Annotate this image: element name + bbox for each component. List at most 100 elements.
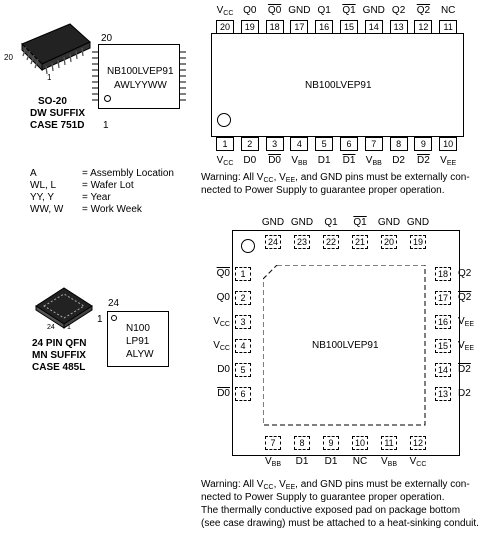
pin-name-text: V xyxy=(409,456,417,467)
so20-bottom-pin-number: 4 xyxy=(290,137,309,151)
so20-warning-part-c: , V xyxy=(273,172,286,183)
so20-marking-leads xyxy=(92,44,186,109)
pin-name-subscript: CC xyxy=(416,461,427,468)
qfn-left-pin-name: D0 xyxy=(198,388,230,399)
qfn-bottom-pin-number: 11 xyxy=(381,436,397,450)
so20-top-pin-name: Q1 xyxy=(307,5,341,16)
so20-bottom-pin-name: D0 xyxy=(258,155,292,166)
qfn-top-pin-number: 24 xyxy=(265,235,281,249)
so20-bottom-pin-number: 8 xyxy=(389,137,408,151)
qfn-left-pin-name: VCC xyxy=(198,340,230,352)
so20-top-pin-number: 11 xyxy=(439,20,458,34)
qfn-marking-line2: LP91 xyxy=(126,336,150,347)
qfn-left-pin-name: VCC xyxy=(198,316,230,328)
qfn-right-pin-name: VEE xyxy=(458,316,492,328)
qfn-right-pin-number: 15 xyxy=(435,339,451,353)
qfn-marking-pin24: 24 xyxy=(108,298,120,309)
so20-top-pin-name: NC xyxy=(431,5,465,16)
legend-key: WL, L xyxy=(30,180,57,191)
pin-name-text: D2 xyxy=(458,388,471,399)
qfn-bottom-pin-name: VBB xyxy=(256,456,290,468)
so20-top-pin-number: 17 xyxy=(290,20,309,34)
pin-name-text: V xyxy=(216,155,224,166)
qfn-package-image xyxy=(34,284,94,334)
pin-name-text: Q1 xyxy=(324,217,338,228)
so20-bottom-pin-name: VBB xyxy=(282,155,316,167)
so20-bottom-pin-name: D1 xyxy=(307,155,341,166)
pin-name-text: Q0 xyxy=(243,5,257,16)
so20-bottom-pin-name: D2 xyxy=(382,155,416,166)
pin-name-text: V xyxy=(458,340,465,351)
exposed-pad-outline xyxy=(262,264,426,426)
so20-marking-line1: NB100LVEP91 xyxy=(107,66,174,77)
qfn-marking-line1: N100 xyxy=(126,323,150,334)
so20-top-pin-number: 12 xyxy=(414,20,433,34)
pin-name-text: V xyxy=(264,456,272,467)
pin-name-text: Q0 xyxy=(216,268,230,279)
pin-name-text: GND xyxy=(261,217,285,228)
so20-top-pin-number: 20 xyxy=(216,20,234,34)
so20-bottom-pin-number: 5 xyxy=(315,137,334,151)
qfn-pkg-pin24: 24 xyxy=(47,324,55,331)
pin-name-text: Q0 xyxy=(267,5,282,16)
pin-name-text: D0 xyxy=(217,364,230,375)
pin-name-text: Q1 xyxy=(353,217,367,228)
qfn-right-pin-name: VEE xyxy=(458,340,492,352)
pin-name-subscript: EE xyxy=(464,345,475,352)
pin-name-text: GND xyxy=(377,217,401,228)
so20-top-pin-name: Q1 xyxy=(332,5,366,16)
qfn-warning-sub-cc: CC xyxy=(263,484,274,491)
pin-name-subscript: CC xyxy=(219,345,230,352)
so20-bottom-pin-name: D1 xyxy=(332,155,366,166)
pin-name-text: V xyxy=(380,456,388,467)
pin-name-text: V xyxy=(291,155,299,166)
pin-name-text: Q2 xyxy=(458,268,472,279)
pin-name-text: V xyxy=(213,340,220,351)
pin1-circle-icon xyxy=(217,113,231,127)
qfn-right-pin-name: D2 xyxy=(458,364,492,375)
qfn-right-pin-number: 16 xyxy=(435,315,451,329)
qfn-right-pin-number: 14 xyxy=(435,363,451,377)
pin-name-text: D0 xyxy=(217,388,230,399)
qfn-left-pin-number: 6 xyxy=(235,387,251,401)
qfn-marking-pin1: 1 xyxy=(97,314,103,325)
pin-name-subscript: CC xyxy=(223,160,234,167)
pin-name-text: D0 xyxy=(268,155,281,166)
pin-name-text: V xyxy=(213,316,220,327)
qfn-top-pin-number: 23 xyxy=(294,235,310,249)
pin-name-text: GND xyxy=(290,217,314,228)
so20-caption-line2: DW SUFFIX xyxy=(30,108,85,119)
qfn-bottom-pin-name: VBB xyxy=(372,456,406,468)
so20-top-pin-number: 14 xyxy=(364,20,383,34)
qfn-top-pin-name: GND xyxy=(285,217,319,228)
so20-bottom-pin-name: D2 xyxy=(406,155,440,166)
qfn-marking-line3: ALYW xyxy=(126,349,154,360)
so20-bottom-pin-number: 3 xyxy=(265,137,284,151)
pin-name-text: Q1 xyxy=(317,5,331,16)
pin-name-text: Q1 xyxy=(342,5,356,16)
qfn-right-pin-name: Q2 xyxy=(458,268,492,279)
so20-warning-sub-ee: EE xyxy=(285,177,296,184)
so20-top-pin-name: Q0 xyxy=(233,5,267,16)
pin-name-text: D2 xyxy=(458,364,471,375)
qfn-bottom-pin-number: 9 xyxy=(323,436,339,450)
qfn-right-pin-number: 17 xyxy=(435,291,451,305)
pin-name-subscript: CC xyxy=(219,321,230,328)
legend-row: WL, L= Wafer Lot xyxy=(30,180,134,191)
pin-name-text: Q2 xyxy=(416,5,431,16)
qfn-bottom-pin-name: VCC xyxy=(401,456,435,468)
pin-name-text: Q0 xyxy=(216,292,230,303)
pin-name-text: D1 xyxy=(317,155,331,166)
pin-name-text: Q2 xyxy=(458,292,472,303)
qfn-left-pin-number: 4 xyxy=(235,339,251,353)
so20-bottom-pin-name: VBB xyxy=(357,155,391,167)
qfn-top-pin-name: Q1 xyxy=(343,217,377,228)
qfn-chip-body: NB100LVEP91 xyxy=(232,230,460,456)
qfn-top-pin-name: Q1 xyxy=(314,217,348,228)
pin-name-text: V xyxy=(216,5,224,16)
qfn-top-pin-number: 20 xyxy=(381,235,397,249)
so20-bottom-pin-number: 6 xyxy=(340,137,358,151)
qfn-top-pin-number: 19 xyxy=(410,235,426,249)
qfn-right-pin-name: Q2 xyxy=(458,292,492,303)
so20-caption-line1: SO-20 xyxy=(38,96,67,107)
